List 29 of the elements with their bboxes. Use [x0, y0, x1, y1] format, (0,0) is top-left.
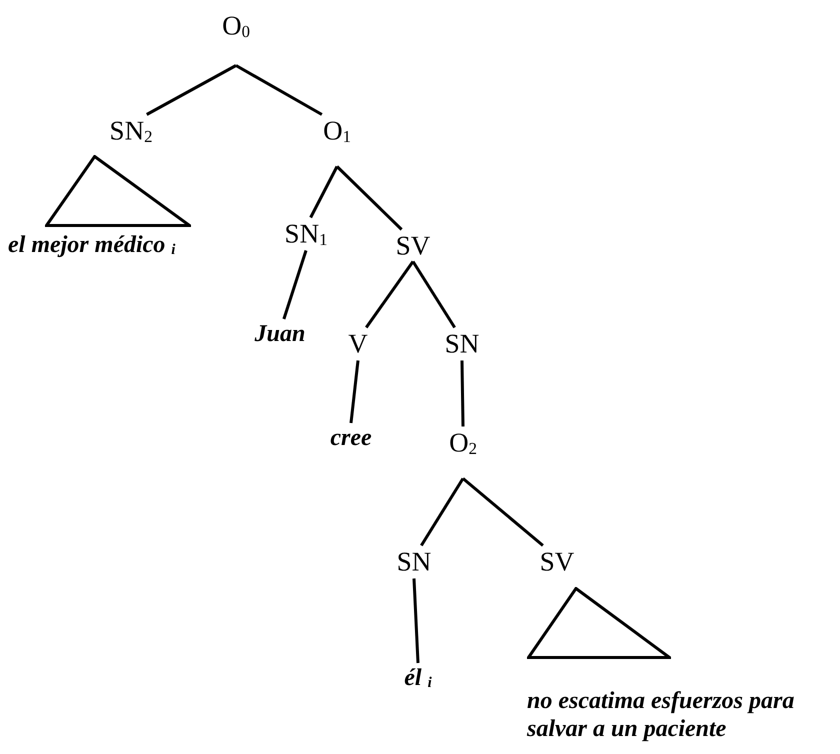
tree-branch: [462, 477, 544, 547]
tree-branch: [350, 360, 360, 424]
category-label: O$_{2}$: [449, 430, 477, 456]
category-label: SN$_{2}$: [110, 118, 152, 144]
tree-branch: [365, 260, 414, 328]
terminal-word: cree: [330, 426, 372, 450]
tree-branch: [412, 260, 456, 328]
terminal-phrase: el mejor médico $_{i}$: [8, 232, 176, 260]
category-label: V: [348, 330, 368, 358]
category-label: SV: [540, 548, 574, 576]
tree-branch: [235, 64, 323, 116]
tree-branch: [336, 165, 403, 231]
category-label: O$_{0}$: [222, 12, 250, 40]
tree-branch: [309, 166, 338, 218]
terminal-phrase: no escatima esfuerzos para salvar a un paciente: [527, 688, 796, 744]
roof-triangle: [45, 155, 191, 227]
tree-branch: [282, 250, 308, 320]
roof-triangle: [527, 587, 671, 659]
tree-branch: [146, 64, 237, 116]
tree-branch: [460, 360, 464, 427]
terminal-word: él $_{i}$: [404, 666, 432, 690]
terminal-word: Juan: [254, 322, 306, 346]
category-label: SN$_{1}$: [284, 220, 328, 248]
category-label: SN: [444, 330, 480, 358]
tree-branch: [412, 578, 420, 664]
category-label: SN: [396, 548, 432, 576]
tree-branch: [420, 478, 464, 546]
category-label: SV: [396, 232, 430, 260]
category-label: O$_{1}$: [323, 118, 351, 144]
